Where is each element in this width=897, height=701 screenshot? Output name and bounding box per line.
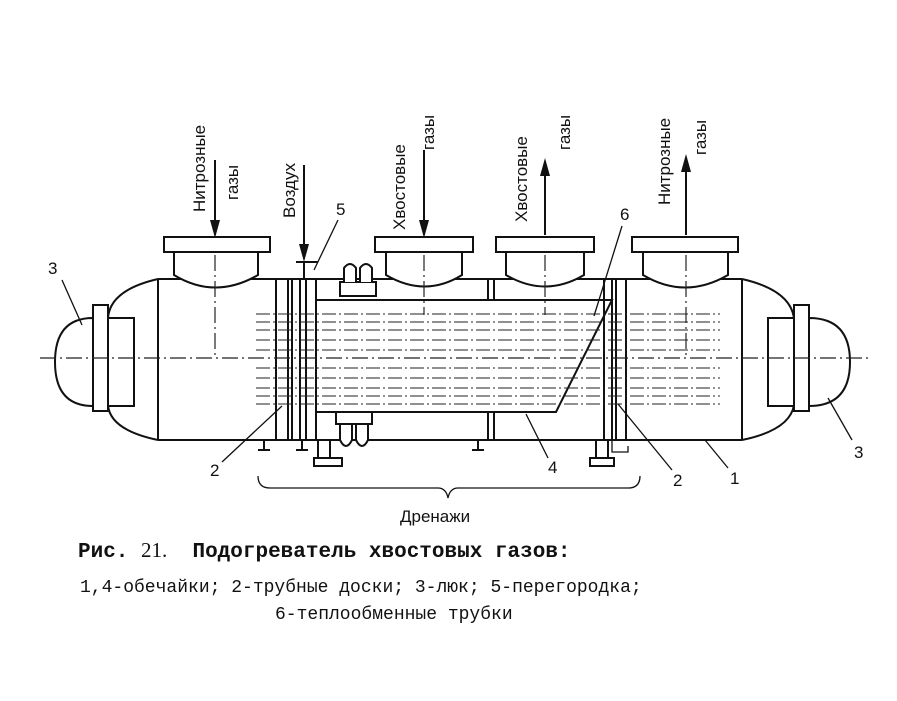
air-fitting: [296, 261, 318, 279]
inner-wall: [487, 279, 495, 440]
label-tail-out-2: газы: [555, 115, 574, 150]
arrow-tail-in: [419, 150, 429, 238]
drains-brace: [257, 475, 641, 499]
leader-1: [704, 439, 729, 469]
top-double-fitting: [339, 263, 377, 297]
label-air: Воздух: [280, 163, 299, 218]
leader-6: [593, 225, 623, 317]
figure-title-text: Подогреватель хвостовых газов:: [167, 541, 571, 564]
callout-2-left: 2: [210, 461, 219, 480]
label-nitrous-out-1: Нитрозные: [655, 118, 674, 205]
legend-line-1: 1,4-обечайки; 2-трубные доски; 3-люк; 5-…: [80, 578, 642, 598]
leader-5: [313, 219, 339, 271]
leader-3-left: [61, 279, 83, 326]
callout-3-left: 3: [48, 259, 57, 278]
label-nitrous-out-2: газы: [691, 120, 710, 155]
legend-line-2: 6-теплообменные трубки: [275, 605, 513, 625]
bottom-drains: [258, 411, 629, 467]
label-nitrous-in-2: газы: [223, 165, 242, 200]
leader-3-right: [827, 397, 853, 441]
leader-2-right: [617, 403, 673, 471]
nozzle-tail-out: [495, 236, 595, 288]
callout-1: 1: [730, 469, 739, 488]
tube-sheet-left-2: [275, 278, 301, 441]
callout-2-right: 2: [673, 471, 682, 490]
label-nitrous-in-1: Нитрозные: [190, 125, 209, 212]
callout-4: 4: [548, 458, 557, 477]
label-tail-in-1: Хвостовые: [390, 144, 409, 230]
arrow-tail-out: [540, 158, 550, 235]
arrow-nitrous-in: [210, 160, 220, 238]
callout-3-right: 3: [854, 443, 863, 462]
nozzle-nitrous-in: [163, 236, 271, 289]
heat-exchange-tubes-6: [256, 313, 720, 405]
callout-5: 5: [336, 200, 345, 219]
arrow-air-in: [299, 165, 309, 262]
figure-prefix: Рис.: [78, 541, 142, 564]
figure-title: Рис. 21. Подогреватель хвостовых газов:: [78, 538, 571, 564]
inner-shell-4: [315, 299, 614, 413]
tube-sheet-right-2: [603, 278, 627, 441]
label-tail-out-1: Хвостовые: [512, 136, 531, 222]
leader-2-left: [221, 405, 283, 463]
leader-4: [525, 413, 549, 459]
label-drains: Дренажи: [400, 507, 470, 526]
shell-1: [107, 278, 795, 441]
label-tail-in-2: газы: [419, 115, 438, 150]
arrow-nitrous-out: [681, 154, 691, 235]
callout-6: 6: [620, 205, 629, 224]
partition-5: [305, 278, 317, 441]
figure-number: 21.: [141, 538, 168, 562]
